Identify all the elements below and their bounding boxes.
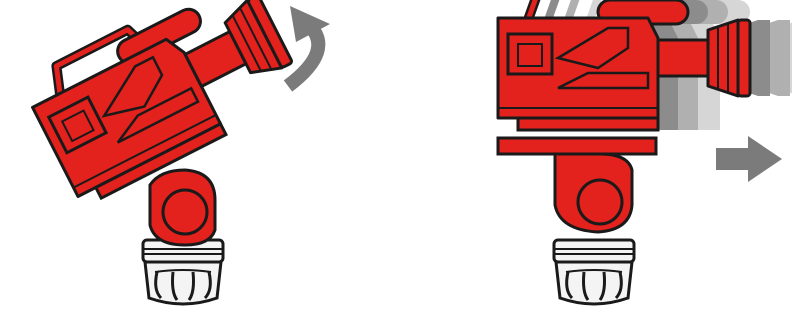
tilt-panel xyxy=(21,0,330,304)
mount-base xyxy=(554,240,634,304)
pivot-arm xyxy=(555,154,632,232)
curved-arrow-icon xyxy=(288,6,330,86)
right-arrow-icon xyxy=(716,136,782,182)
pan-panel xyxy=(498,0,792,304)
mount-base xyxy=(143,240,223,304)
pivot-arm xyxy=(150,170,215,245)
camera-plate xyxy=(498,138,656,154)
